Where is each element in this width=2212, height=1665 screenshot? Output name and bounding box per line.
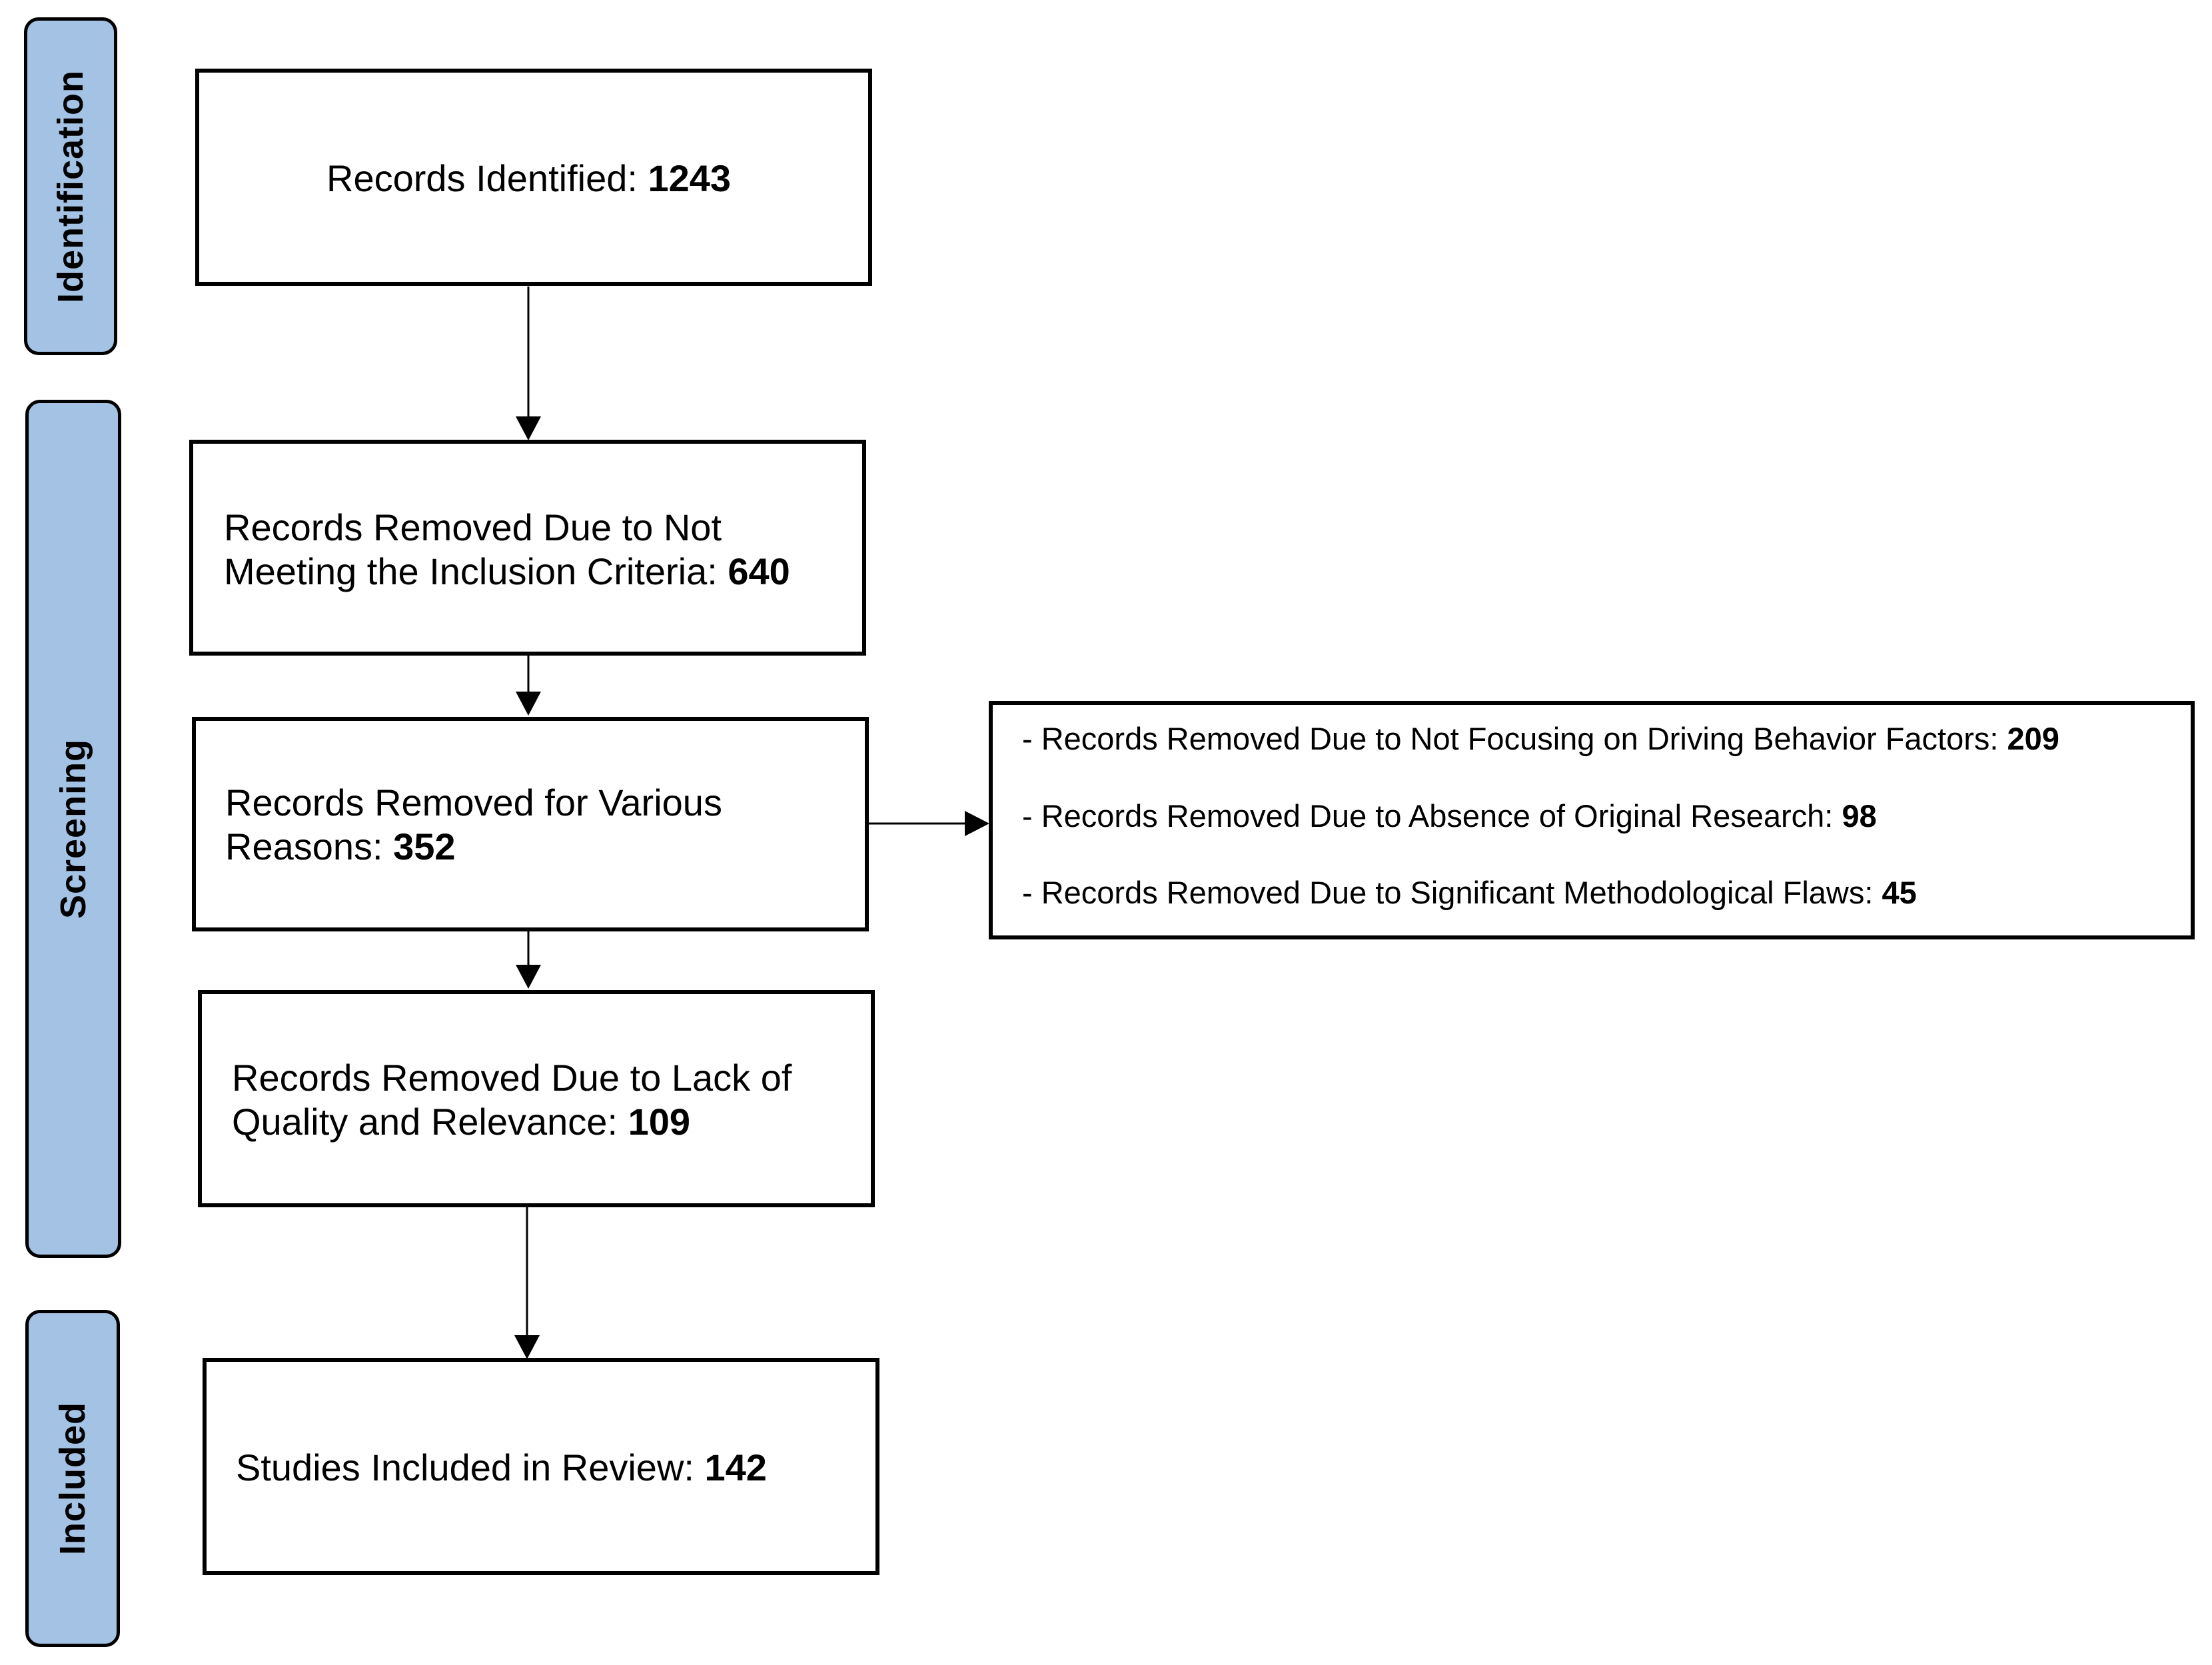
records-identified-count: 1243 [648, 157, 732, 199]
records-identified-label: Records Identified: [326, 157, 648, 199]
arrowhead-various-to-quality [516, 965, 541, 989]
box-inclusion-criteria [189, 440, 866, 656]
arrowhead-inclusion-to-various [516, 692, 541, 716]
box-studies-included [203, 1358, 879, 1575]
arrowhead-identified-to-inclusion [516, 416, 541, 440]
reason-methodological-flaws-label: - Records Removed Due to Significant Met… [1022, 875, 1882, 910]
studies-included-text: Studies Included in Review: 142 [236, 1446, 767, 1490]
lack-of-quality-line1: Records Removed Due to Lack of [232, 1057, 792, 1099]
various-reasons-line1: Records Removed for Various [225, 782, 722, 824]
lack-of-quality-count: 109 [628, 1101, 690, 1143]
studies-included-count: 142 [704, 1446, 767, 1488]
inclusion-criteria-line1: Records Removed Due to Not [224, 506, 722, 548]
reason-item: - Records Removed Due to Not Focusing on… [1022, 720, 2059, 758]
box-removal-reasons [989, 701, 2195, 939]
records-identified-text: Records Identified: 1243 [326, 157, 731, 201]
reason-item: - Records Removed Due to Absence of Orig… [1022, 798, 1877, 835]
reason-driving-behavior-label: - Records Removed Due to Not Focusing on… [1022, 721, 2007, 756]
lack-of-quality-text: Records Removed Due to Lack of Quality a… [232, 1056, 792, 1144]
box-various-reasons [192, 717, 869, 931]
inclusion-criteria-count: 640 [728, 550, 790, 592]
box-lack-of-quality [198, 990, 875, 1207]
inclusion-criteria-line2: Meeting the Inclusion Criteria: [224, 550, 728, 592]
phase-included: Included [25, 1310, 120, 1647]
box-records-identified [195, 69, 872, 286]
lack-of-quality-line2: Quality and Relevance: [232, 1101, 628, 1143]
reason-original-research-count: 98 [1842, 798, 1877, 833]
phase-identification: Identification [24, 17, 117, 355]
reason-driving-behavior-count: 209 [2007, 721, 2059, 756]
various-reasons-count: 352 [393, 826, 456, 867]
phase-screening: Screening [25, 400, 121, 1258]
various-reasons-line2: Reasons: [225, 826, 394, 867]
studies-included-label: Studies Included in Review: [236, 1446, 705, 1488]
reason-methodological-flaws-count: 45 [1882, 875, 1917, 910]
arrowhead-quality-to-included [514, 1335, 540, 1359]
various-reasons-text: Records Removed for Various Reasons: 352 [225, 781, 722, 869]
reason-item: - Records Removed Due to Significant Met… [1022, 874, 1917, 911]
arrowhead-various-to-reasons [965, 811, 989, 836]
inclusion-criteria-text: Records Removed Due to Not Meeting the I… [224, 506, 790, 594]
reason-original-research-label: - Records Removed Due to Absence of Orig… [1022, 798, 1842, 833]
